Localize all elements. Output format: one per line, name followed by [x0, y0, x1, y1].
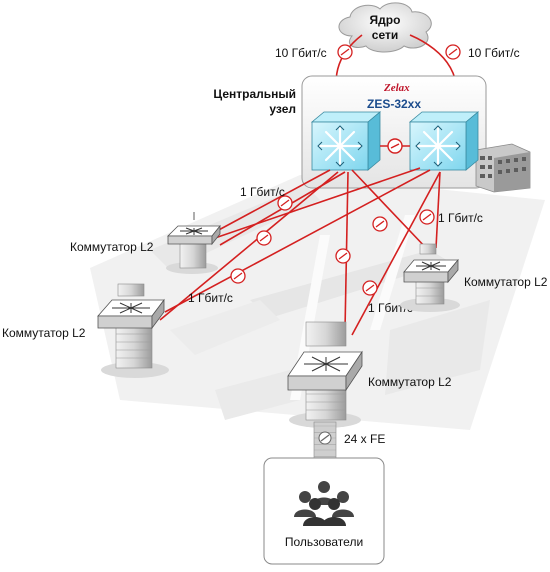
core-network-cloud — [338, 2, 432, 53]
link-speed-middle-left: 1 Гбит/с — [188, 291, 233, 305]
central-node-label-line2: узел — [269, 102, 296, 116]
core-label-line2: сети — [372, 28, 398, 42]
switch-left-top-label: Коммутатор L2 — [70, 240, 154, 254]
switch-left-top — [166, 212, 221, 274]
users-box — [263, 457, 385, 565]
switch-left-bottom — [97, 283, 169, 378]
stack-link — [380, 138, 410, 154]
users-icon — [294, 481, 354, 526]
uplink-right-speed: 10 Гбит/с — [468, 46, 520, 60]
link-marker-glyphs — [233, 48, 458, 292]
switch-right — [400, 243, 460, 312]
core-switch-right — [408, 111, 480, 171]
switch-bottom-label: Коммутатор L2 — [368, 375, 452, 389]
access-ports-label: 24 x FE — [344, 432, 385, 446]
uplink-left-speed: 10 Гбит/с — [275, 46, 327, 60]
users-label: Пользователи — [285, 535, 363, 549]
switch-left-bottom-label: Коммутатор L2 — [2, 326, 86, 340]
switch-right-label: Коммутатор L2 — [464, 275, 548, 289]
central-building — [475, 143, 531, 193]
central-model-label: ZES-32xx — [367, 97, 421, 111]
core-label-line1: Ядро — [370, 13, 401, 27]
link-speed-upper-right: 1 Гбит/с — [438, 211, 483, 225]
link-speed-upper-left: 1 Гбит/с — [240, 185, 285, 199]
central-node-label-line1: Центральный — [213, 87, 296, 101]
switch-bottom — [287, 321, 363, 428]
core-switch-left — [310, 111, 382, 171]
access-cable — [313, 421, 337, 459]
zelax-logo: Zelax — [383, 82, 410, 94]
